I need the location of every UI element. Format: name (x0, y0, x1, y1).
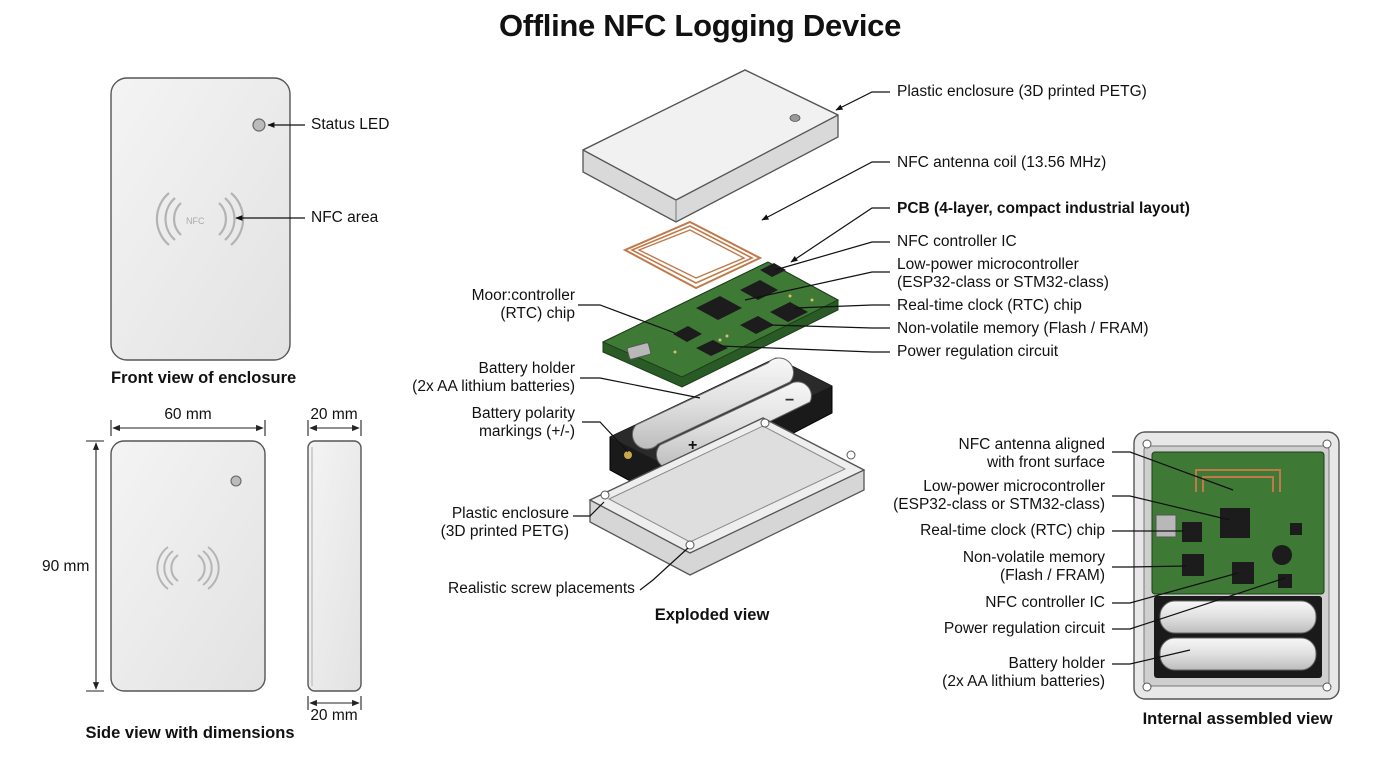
minus-marking: − (785, 392, 795, 409)
nfc-ic-label: NFC controller IC (897, 233, 1017, 250)
depth-dimension-bottom: 20 mm (310, 707, 358, 724)
left-rtc-label: Moor:controller (RTC) chip (472, 287, 575, 323)
rtc-label: Real-time clock (RTC) chip (897, 297, 1082, 314)
memory-label: Non-volatile memory (Flash / FRAM) (897, 320, 1149, 337)
front-leaders (235, 122, 305, 221)
exploded-antenna-coil (622, 220, 763, 290)
internal-memory-line2: (Flash / FRAM) (999, 567, 1105, 584)
internal-leaders (1112, 451, 1286, 665)
height-dimension: 90 mm (42, 558, 90, 575)
internal-view-caption: Internal assembled view (1142, 710, 1333, 728)
width-dimension: 60 mm (164, 406, 212, 423)
internal-antenna-line1: NFC antenna aligned (958, 436, 1106, 453)
battery-holder-line2: (2x AA lithium batteries) (412, 378, 575, 395)
internal-power-label: Power regulation circuit (943, 620, 1105, 637)
polarity-line2: markings (+/-) (478, 423, 575, 440)
internal-antenna-line2: with front surface (986, 454, 1105, 471)
plus-marking: + (688, 437, 698, 454)
internal-battery-line1: Battery holder (1008, 655, 1106, 672)
internal-mcu-line2: (ESP32-class or STM32-class) (893, 496, 1105, 513)
depth-dimension-top: 20 mm (310, 406, 358, 423)
bottom-enclosure-line2: (3D printed PETG) (440, 523, 569, 540)
power-label: Power regulation circuit (897, 343, 1059, 360)
battery-holder-label: Battery holder (2x AA lithium batteries) (412, 360, 575, 396)
internal-mcu-label: Low-power microcontroller (ESP32-class o… (893, 478, 1105, 514)
internal-battery-line2: (2x AA lithium batteries) (942, 673, 1105, 690)
internal-nfc-ic-label: NFC controller IC (985, 594, 1105, 611)
internal-memory-line1: Non-volatile memory (962, 549, 1105, 566)
status-led-label: Status LED (311, 116, 390, 133)
exploded-top-enclosure (582, 69, 839, 223)
internal-mcu-line1: Low-power microcontroller (923, 478, 1105, 495)
status-led-icon (252, 118, 266, 132)
left-rtc-label-line1: Moor:controller (471, 287, 575, 304)
exploded-leaders (573, 91, 890, 591)
exploded-pcb (601, 261, 840, 388)
mcu-label-line1: Low-power microcontroller (897, 256, 1079, 273)
exploded-bottom-enclosure (588, 417, 866, 576)
side-front-panel (110, 440, 266, 692)
internal-battery-holder (1154, 596, 1322, 678)
left-rtc-label-line2: (RTC) chip (500, 305, 575, 322)
exploded-view-caption: Exploded view (654, 606, 770, 624)
internal-pcb (1151, 451, 1325, 595)
internal-battery-label: Battery holder (2x AA lithium batteries) (942, 655, 1105, 691)
internal-antenna-label: NFC antenna aligned with front surface (959, 436, 1106, 472)
page-title: Offline NFC Logging Device (498, 8, 902, 43)
dimension-lines (86, 420, 362, 710)
side-profile-panel (307, 440, 362, 692)
nfc-logo-text: NFC (186, 216, 205, 226)
nfc-wave-small-icon (156, 546, 220, 590)
antenna-coil-label: NFC antenna coil (13.56 MHz) (897, 154, 1107, 171)
internal-memory-label: Non-volatile memory (Flash / FRAM) (963, 549, 1105, 585)
battery-holder-line1: Battery holder (478, 360, 576, 377)
bottom-enclosure-label: Plastic enclosure (3D printed PETG) (441, 505, 569, 541)
pcb-label: PCB (4-layer, compact industrial layout) (897, 200, 1190, 217)
polarity-line1: Battery polarity (471, 405, 575, 422)
internal-rtc-label: Real-time clock (RTC) chip (920, 522, 1105, 539)
front-enclosure (110, 77, 291, 361)
mcu-label-line2: (ESP32-class or STM32-class) (897, 274, 1109, 291)
screws-label: Realistic screw placements (448, 580, 635, 597)
front-view-caption: Front view of enclosure (111, 369, 297, 387)
top-enclosure-label: Plastic enclosure (3D printed PETG) (897, 83, 1147, 100)
nfc-wave-icon (155, 192, 245, 246)
nfc-area-label: NFC area (311, 209, 379, 226)
bottom-enclosure-line1: Plastic enclosure (451, 505, 569, 522)
polarity-label: Battery polarity markings (+/-) (472, 405, 575, 441)
mcu-label: Low-power microcontroller (ESP32-class o… (897, 256, 1109, 292)
side-view-caption: Side view with dimensions (85, 724, 295, 742)
